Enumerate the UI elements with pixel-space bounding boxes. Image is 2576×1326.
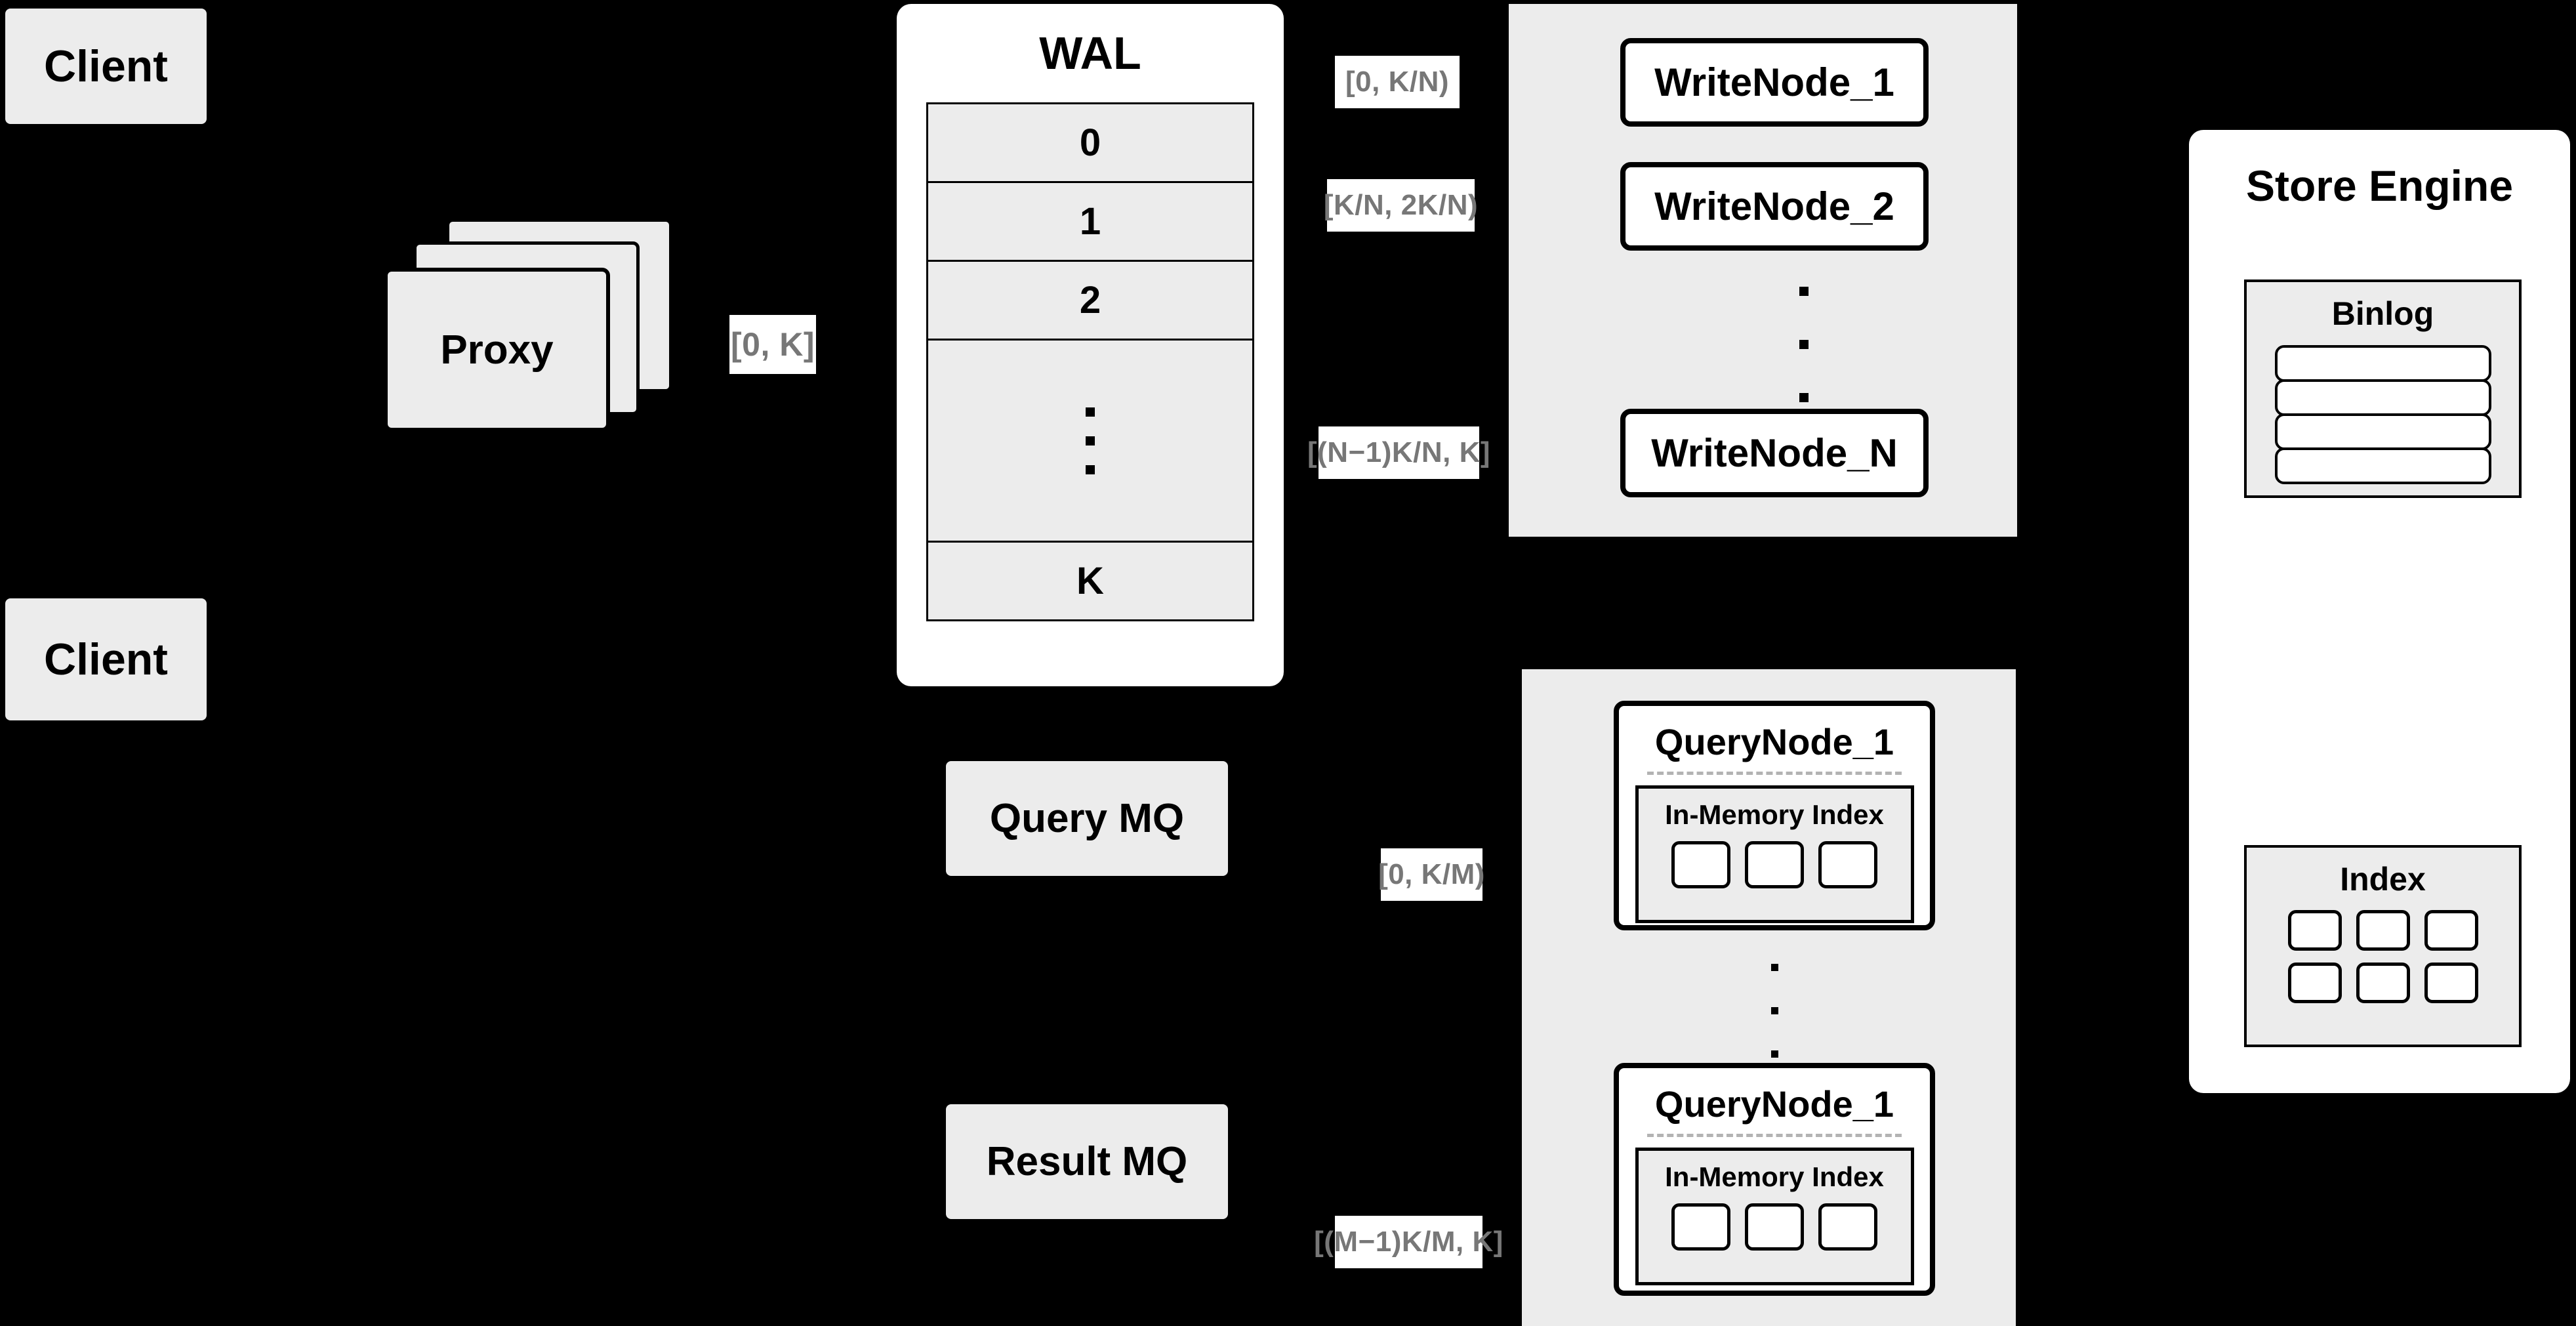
in-memory-chip-row [1671, 841, 1877, 888]
index-chip[interactable] [1745, 1203, 1804, 1251]
index-chip-row [2287, 963, 2478, 1003]
ellipsis-dot [1086, 436, 1095, 445]
client-box-2[interactable]: Client [5, 598, 207, 720]
index-chip[interactable] [1671, 841, 1730, 888]
index-chip[interactable] [1818, 1203, 1877, 1251]
in-memory-index-title: In-Memory Index [1665, 799, 1884, 830]
store-engine-panel: Store Engine Binlog Index [2189, 130, 2570, 1093]
binlog-segment[interactable] [2274, 379, 2491, 416]
ellipsis-dot [1799, 393, 1809, 402]
index-title: Index [2340, 860, 2426, 898]
binlog-segment[interactable] [2274, 345, 2491, 382]
ellipsis-dot [1770, 1006, 1778, 1014]
index-chip[interactable] [2287, 963, 2342, 1003]
query-mq-box[interactable]: Query MQ [946, 761, 1228, 876]
wal-row[interactable]: 2 [928, 262, 1252, 341]
query-node-divider [1646, 772, 1902, 775]
ellipsis-dot [1799, 287, 1809, 296]
client-box-1[interactable]: Client [5, 9, 207, 124]
write-cluster-ellipsis [1738, 269, 1870, 420]
index-chip[interactable] [2424, 963, 2478, 1003]
index-chip-row [2287, 910, 2478, 951]
ellipsis-dot [1799, 340, 1809, 349]
query-node-title: QueryNode_1 [1654, 720, 1894, 762]
wal-row[interactable]: 1 [928, 183, 1252, 262]
ellipsis-dot [1086, 407, 1095, 417]
query-node-m[interactable]: QueryNode_1 In-Memory Index [1614, 1063, 1935, 1296]
wal-row[interactable]: 0 [928, 104, 1252, 183]
write-node-1[interactable]: WriteNode_1 [1620, 38, 1929, 127]
proxy-label: Proxy [440, 327, 554, 373]
query-cluster-ellipsis [1732, 945, 1817, 1076]
wal-table: 0 1 2 K [926, 102, 1254, 621]
client-label: Client [44, 634, 168, 684]
index-chip[interactable] [1745, 841, 1804, 888]
write-node-n[interactable]: WriteNode_N [1620, 409, 1929, 497]
query-node-1-range-label: [0, K/M) [1378, 848, 1484, 901]
index-chip[interactable] [2356, 910, 2410, 951]
query-node-divider [1646, 1134, 1902, 1137]
result-mq-box[interactable]: Result MQ [946, 1104, 1228, 1219]
index-chip[interactable] [1818, 841, 1877, 888]
index-group: Index [2244, 845, 2522, 1047]
proxy-box[interactable]: Proxy [384, 268, 610, 432]
index-chip[interactable] [1671, 1203, 1730, 1251]
ellipsis-dot [1086, 465, 1095, 474]
wal-panel: WAL 0 1 2 K [897, 4, 1284, 686]
in-memory-index-title: In-Memory Index [1665, 1161, 1884, 1192]
query-node-1[interactable]: QueryNode_1 In-Memory Index [1614, 701, 1935, 930]
binlog-segment[interactable] [2274, 413, 2491, 450]
wal-row-ellipsis [928, 341, 1252, 543]
write-node-n-range-label: [(N−1)K/N, K] [1307, 426, 1490, 479]
in-memory-index-box: In-Memory Index [1635, 1148, 1914, 1285]
ellipsis-dot [1770, 1050, 1778, 1058]
binlog-title: Binlog [2331, 295, 2434, 332]
index-chip[interactable] [2424, 910, 2478, 951]
binlog-segment[interactable] [2274, 447, 2491, 484]
index-chip[interactable] [2356, 963, 2410, 1003]
wal-row[interactable]: K [928, 543, 1252, 619]
binlog-group: Binlog [2244, 280, 2522, 498]
index-chip[interactable] [2287, 910, 2342, 951]
write-node-2-range-label: [K/N, 2K/N) [1324, 179, 1478, 232]
client-label: Client [44, 41, 168, 91]
in-memory-index-box: In-Memory Index [1635, 785, 1914, 923]
write-node-1-range-label: [0, K/N) [1335, 56, 1460, 108]
query-node-m-range-label: [(M−1)K/M, K] [1314, 1216, 1503, 1268]
ellipsis-dot [1770, 963, 1778, 971]
store-engine-title: Store Engine [2245, 161, 2514, 210]
write-node-2[interactable]: WriteNode_2 [1620, 162, 1929, 251]
in-memory-chip-row [1671, 1203, 1877, 1251]
proxy-range-label: [0, K] [729, 315, 816, 374]
wal-title: WAL [1039, 28, 1141, 79]
query-node-title: QueryNode_1 [1654, 1083, 1894, 1125]
